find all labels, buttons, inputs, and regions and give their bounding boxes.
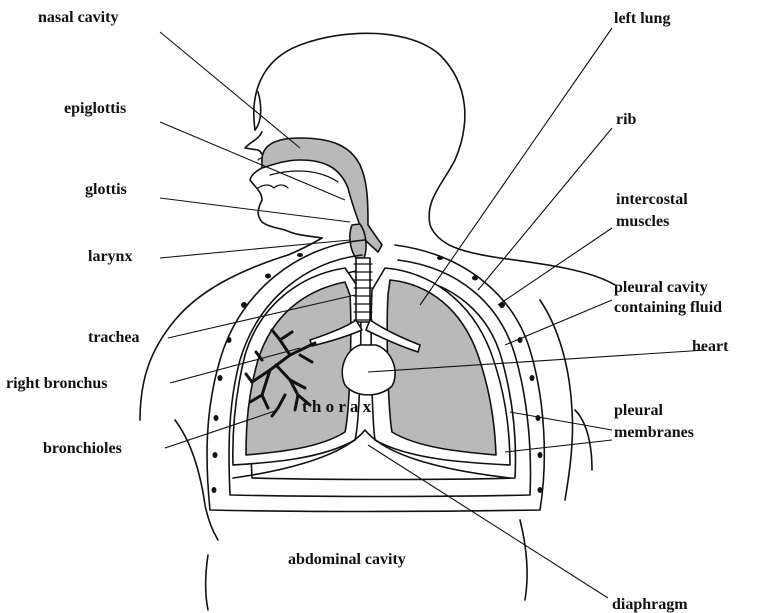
label-pleural-membranes-line2: membranes bbox=[614, 424, 694, 441]
label-bronchioles: bronchioles bbox=[43, 440, 122, 457]
label-glottis: glottis bbox=[85, 181, 127, 198]
label-heart: heart bbox=[692, 338, 729, 355]
label-left-lung: left lung bbox=[614, 10, 670, 27]
heart-shape bbox=[342, 345, 395, 395]
label-thorax: t h o r a x bbox=[302, 397, 372, 416]
label-nasal-cavity: nasal cavity bbox=[38, 9, 118, 26]
label-pleural-cavity-line2: containing fluid bbox=[614, 299, 722, 316]
label-pleural-cavity-line1: pleural cavity bbox=[614, 279, 708, 296]
label-pleural-membranes-line1: pleural bbox=[614, 402, 663, 419]
label-intercostal-line1: intercostal bbox=[616, 191, 688, 208]
label-intercostal-line2: muscles bbox=[616, 213, 669, 230]
label-rib: rib bbox=[616, 111, 637, 128]
label-trachea: trachea bbox=[88, 329, 140, 346]
label-abdominal-cavity: abdominal cavity bbox=[288, 551, 406, 568]
label-right-bronchus: right bronchus bbox=[6, 375, 108, 392]
label-diaphragm: diaphragm bbox=[612, 596, 688, 613]
label-epiglottis: epiglottis bbox=[64, 100, 126, 117]
label-larynx: larynx bbox=[88, 248, 132, 265]
